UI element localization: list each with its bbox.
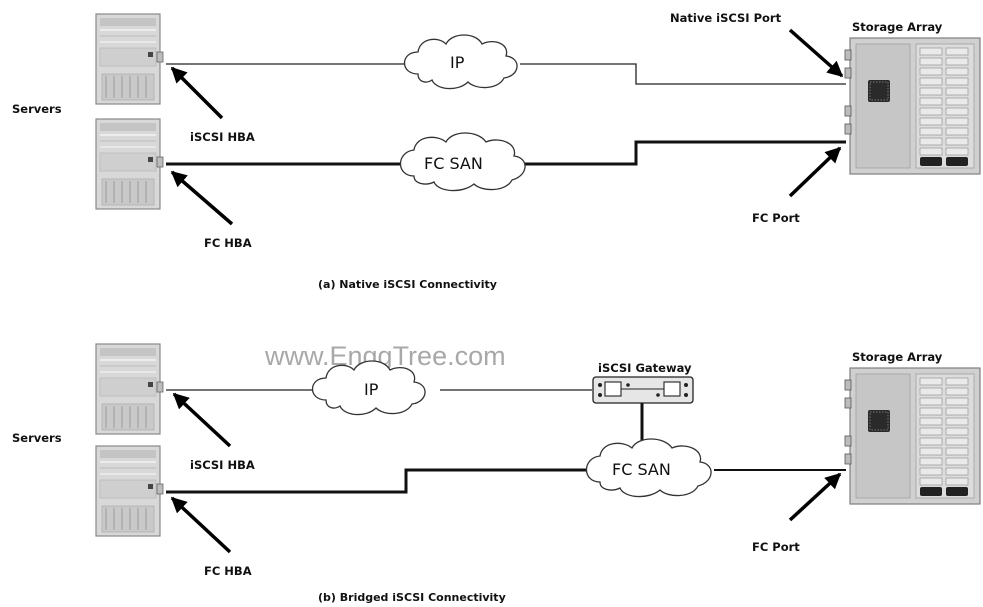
arrow-iscsi-hba-a [170, 66, 224, 120]
storage-array-b [844, 367, 981, 505]
arrow-fc-port-a [788, 146, 842, 198]
arrow-fc-port-b [788, 472, 842, 522]
storage-array-a [844, 37, 981, 175]
fc-san-cloud-label: FC SAN [424, 154, 483, 173]
servers-label-a: Servers [12, 102, 62, 116]
iscsi-hba-label-b: iSCSI HBA [190, 458, 255, 472]
storage-label-b: Storage Array [852, 350, 943, 364]
ip-cloud-label-b: IP [364, 380, 379, 399]
ip-cloud-b: IP [311, 360, 426, 416]
caption-b: (b) Bridged iSCSI Connectivity [318, 591, 506, 604]
fc-link-a-right [522, 140, 846, 166]
fc-hba-label-b: FC HBA [204, 564, 252, 578]
panel-b: IP FC SAN Servers iSCSI HBA FC HBA iSCSI… [12, 343, 981, 604]
panel-a: IP FC SAN Servers iSCSI HBA FC HBA Nativ… [12, 11, 981, 291]
gateway-label: iSCSI Gateway [598, 361, 692, 375]
servers-label-b: Servers [12, 431, 62, 445]
iscsi-hba-label-a: iSCSI HBA [190, 130, 255, 144]
fc-san-cloud-b: FC SAN [585, 438, 712, 498]
iscsi-gateway-icon [592, 376, 694, 404]
caption-a: (a) Native iSCSI Connectivity [318, 278, 497, 291]
ip-link-a-right [520, 63, 846, 85]
fc-port-label-a: FC Port [752, 211, 800, 225]
arrow-iscsi-hba-b [172, 392, 232, 448]
fc-san-cloud-label-b: FC SAN [612, 460, 671, 479]
arrow-native-port [788, 28, 844, 78]
ip-cloud-label: IP [450, 53, 465, 72]
fc-port-label-b: FC Port [752, 540, 800, 554]
arrow-fc-hba-b [170, 496, 232, 554]
fc-san-cloud-a: FC SAN [399, 132, 526, 192]
storage-label-a: Storage Array [852, 20, 943, 34]
server-a-top [95, 13, 164, 105]
server-a-bottom [95, 118, 164, 210]
server-b-top [95, 343, 164, 435]
ip-cloud-a: IP [403, 34, 518, 90]
fc-link-b [166, 468, 594, 494]
arrow-fc-hba-a [170, 170, 234, 226]
native-port-label: Native iSCSI Port [670, 11, 782, 25]
fc-hba-label-a: FC HBA [204, 236, 252, 250]
server-b-bottom [95, 445, 164, 537]
